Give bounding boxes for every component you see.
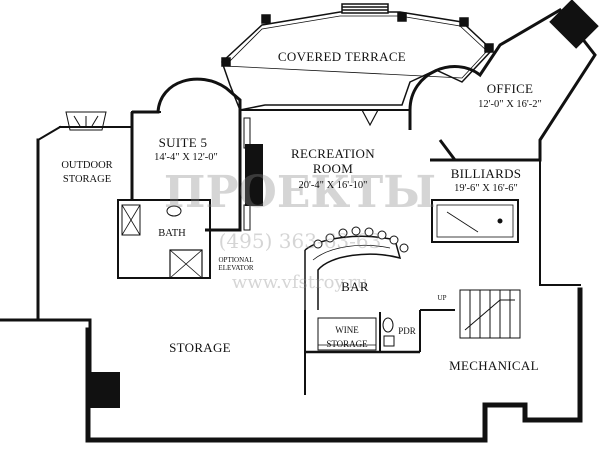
pdr-label: PDR — [398, 326, 416, 336]
structural-column — [88, 372, 120, 408]
outdoor-storage-entry — [65, 111, 107, 131]
recreation-walls — [240, 109, 540, 231]
service-walls — [304, 309, 455, 395]
elevator-label-line1: OPTIONAL — [219, 256, 254, 264]
outdoor-storage-label-line1: OUTDOOR — [61, 160, 112, 171]
stair-up-label: UP — [438, 294, 447, 302]
bath-walls — [117, 199, 211, 279]
suite5-dims: 14'-4" X 12'-0" — [154, 152, 218, 163]
suite5-label: SUITE 5 — [159, 135, 208, 150]
office-label: OFFICE — [487, 81, 534, 96]
covered-terrace-label: COVERED TERRACE — [278, 49, 406, 64]
office-dims: 12'-0" X 16'-2" — [478, 99, 542, 110]
exterior-walls — [0, 111, 583, 443]
elevator-label-line2: ELEVATOR — [218, 264, 253, 272]
bath-label: BATH — [158, 228, 186, 239]
bar-stools — [313, 226, 409, 253]
watermark-phone: (495) 363-63-63 — [219, 229, 382, 253]
billiards-dims: 19'-6" X 16'-6" — [454, 183, 518, 194]
billiards-table — [431, 199, 519, 243]
stair — [459, 289, 521, 339]
covered-terrace-outline — [221, 3, 494, 111]
suite-walls — [130, 77, 242, 232]
office-walls — [408, 0, 599, 162]
watermark-logo: ПРОЕКТЫ — [164, 167, 436, 218]
billiards-label: BILLIARDS — [451, 166, 522, 181]
watermark-url: www.vfstroy.ru — [232, 272, 368, 293]
wine-storage-label-line2: STORAGE — [326, 339, 368, 349]
outdoor-storage-label-line2: STORAGE — [63, 174, 111, 185]
recreation-label-line1: RECREATION — [291, 146, 375, 161]
bar-label: BAR — [341, 279, 369, 294]
recreation-dims: 20'-4" X 16'-10" — [299, 180, 368, 191]
mechanical-label: MECHANICAL — [449, 358, 539, 373]
storage-label: STORAGE — [169, 340, 231, 355]
recreation-label-line2: ROOM — [313, 161, 353, 176]
wine-storage-label-line1: WINE — [335, 325, 359, 335]
